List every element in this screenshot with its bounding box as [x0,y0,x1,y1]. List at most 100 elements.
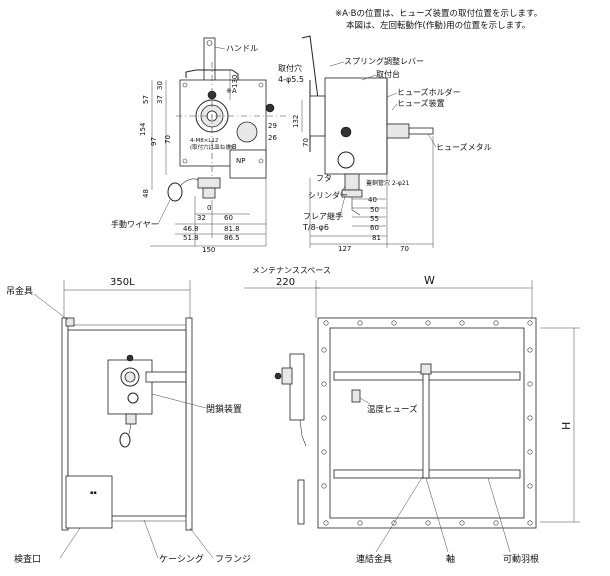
dim-81-8: 81.8 [224,225,240,233]
bolt-hole [391,320,397,326]
label-mark-b: ※B [226,143,237,151]
dim-0: 0 [207,204,211,212]
side-view: スプリング調整レバー 取付台 ヒューズホルダー ヒューズ装置 ヒューズメタル フ… [292,35,492,253]
inspection-port-mark: ▪▪ [90,490,97,496]
bolt-hole [527,381,533,387]
dim-97: 97 [150,137,158,146]
label-temp-fuse: 温度ヒューズ [367,404,418,415]
handle-hole [206,40,213,46]
bolt-hole [323,320,329,326]
dim-130: 130 [231,75,239,88]
closing-knob [126,354,134,362]
label-blade: 可動羽根 [503,553,539,565]
dim-29: 29 [268,122,277,130]
leader-shaft [425,477,449,553]
bolt-hole [357,320,363,326]
dim-150: 150 [202,246,215,254]
leader-closing [151,393,207,409]
bolt-hole [391,520,397,526]
closing-device [107,359,153,415]
side-dim-132: 132 [292,115,300,128]
side-dim-50: 50 [370,206,379,214]
closing-wheel [127,392,139,404]
side-bracket [309,95,326,137]
maint-device [289,353,305,421]
dim-51-8: 51.8 [183,234,199,242]
leader-fuse-metal [427,133,437,148]
manual-wire-loop [167,182,183,202]
closing-wire-loop [119,432,131,448]
dim-26: 26 [268,134,277,142]
label-inspection-port: 検査口 [14,553,41,565]
bottom-nut [202,187,216,199]
front-view: ハンドル 取付穴 4-φ5.5 ※A ※B 4-M8×L12 (取付穴は皿ねじ)… [111,37,304,254]
dim-154: 154 [139,122,147,136]
label-flare-spec: T/8-φ6 [302,223,329,232]
label-mount-hole-spec: 4-φ5.5 [278,75,304,84]
right-flange [185,317,193,531]
maint-knob [281,367,293,385]
leader-handle [214,46,226,50]
label-spring-lever: スプリング調整レバー [344,56,424,66]
label-link-metal: 連結金具 [356,553,392,565]
maintenance-view: メンテナンススペース 220 [244,266,331,525]
leader-hanger [33,293,69,321]
label-cylinder: シリンダー [308,190,348,200]
fuse-holder [386,123,410,139]
link-top [420,363,432,375]
damper-front-view: W H 温度ヒューズ 連結金具 軸 可動羽根 [315,274,580,565]
dim-48: 48 [142,189,150,198]
side-knob [265,103,275,113]
bolt-hole [425,520,431,526]
label-bolt-spec-1: 4-M8×L12 [190,138,218,144]
dim-220: 220 [276,277,295,288]
bottom-fitting [197,177,221,189]
leader-link [375,475,424,553]
bolt-hole [321,381,327,387]
label-closing-device: 閉鎖装置 [206,403,242,415]
small-wheel [236,121,258,143]
label-fuse-holder: ヒューズホルダー [397,87,461,97]
note-line-2: 本図は、左回転動作(作動)用の位置を示します。 [346,20,530,31]
dim-32: 32 [197,214,206,222]
dim-h: H [560,422,573,430]
bolt-hole [527,320,533,326]
maint-lower-part [297,479,305,525]
side-dim-55: 55 [370,215,379,223]
bolt-hole [321,483,327,489]
label-mark-a: ※A [226,87,237,95]
label-fuse-metal: ヒューズメタル [436,142,492,152]
bolt-hole [321,347,327,353]
label-mount-base: 取付台 [376,69,400,79]
bolt-hole [527,483,533,489]
label-shaft: 軸 [446,553,455,565]
bolt-hole [527,347,533,353]
bolt-hole [527,415,533,421]
label-manual-wire: 手動ワイヤー [111,219,159,229]
dim-60: 60 [224,214,233,222]
leader-flange [189,527,214,559]
label-np: NP [236,157,245,165]
maint-wire [299,419,307,447]
side-circle [337,151,355,169]
label-hanger: 吊金具 [6,285,33,297]
side-dim-81: 81 [372,234,381,242]
closing-gear [120,367,140,387]
bolt-hole [323,520,329,526]
label-flange: フランジ [215,554,251,565]
dim-70: 70 [164,135,172,144]
leader-base [361,74,377,81]
label-pipe-spec: 蓋銅管穴 2-φ21 [366,179,410,187]
leader-casing [143,519,159,559]
bolt-holes [321,320,533,526]
side-dim-60: 60 [370,224,379,232]
label-casing: ケーシング [159,553,204,565]
bolt-hole [459,320,465,326]
inspection-port [65,475,113,529]
leader-cylinder [339,185,346,196]
notes: ※A·Bの位置は、ヒューズ装置の取付位置を示します。 本図は、左回転動作(作動)… [335,8,542,31]
label-mount-hole: 取付穴 [278,63,302,73]
leader-inspection [59,527,81,559]
leader-fuse [359,397,371,405]
